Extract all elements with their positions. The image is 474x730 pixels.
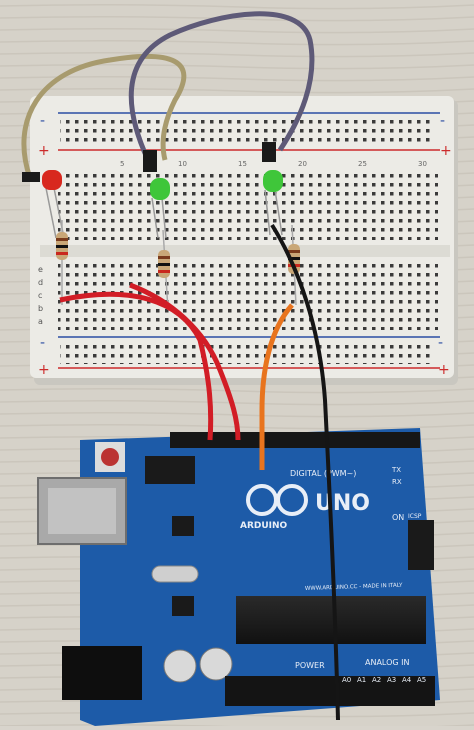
pin-a3: A3	[387, 676, 396, 684]
capacitor-2	[199, 647, 233, 681]
col-20: 20	[298, 160, 307, 168]
row-a: a	[38, 317, 43, 326]
row-e: e	[38, 265, 43, 274]
pin-a5: A5	[417, 676, 426, 684]
rail-plus-bottom-right: +	[438, 362, 450, 378]
atmega-chip	[236, 596, 426, 644]
tx-label: TX	[391, 466, 401, 474]
col-25: 25	[358, 160, 367, 168]
capacitor-1	[163, 649, 197, 683]
red-led	[22, 170, 65, 239]
arduino-uno-board: UNO ARDUINO DIGITAL (PWM~) TX RX ON ICSP…	[37, 428, 440, 726]
pin-a4: A4	[402, 676, 412, 684]
rail-plus-top-right: +	[440, 143, 452, 159]
logo-uno: UNO	[315, 491, 370, 516]
on-label: ON	[392, 513, 404, 522]
rail-minus-bottom-left: -	[40, 335, 45, 351]
rail-minus-top-left: -	[40, 113, 45, 129]
analog-pin-labels: A0 A1 A2 A3 A4 A5	[342, 676, 426, 684]
breadboard: - + - + 5 10 15 20 25 30 a b c d e - +	[30, 96, 458, 385]
resistor-1	[56, 220, 68, 305]
rail-minus-top-right: -	[440, 113, 445, 129]
power-label: POWER	[295, 661, 325, 670]
orange-wire	[259, 303, 294, 470]
rail-plus-bottom-left: +	[38, 362, 50, 378]
rail-plus-top-left: +	[38, 143, 50, 159]
logo-arduino: ARDUINO	[240, 521, 288, 531]
col-5: 5	[120, 160, 124, 168]
black-wire	[270, 223, 340, 721]
pin-a2: A2	[372, 676, 381, 684]
green-led-2	[262, 142, 283, 236]
row-c: c	[38, 291, 42, 300]
crystal	[151, 565, 199, 583]
row-letters: a b c d e	[38, 265, 43, 326]
col-30: 30	[418, 160, 427, 168]
pin-a1: A1	[357, 676, 366, 684]
khaki-wire	[21, 53, 187, 179]
pin-a0: A0	[342, 676, 351, 684]
red-wire-1	[59, 291, 214, 441]
green-led-1	[143, 150, 170, 239]
purple-wire-left	[128, 11, 315, 162]
digital-label: DIGITAL (PWM~)	[290, 469, 356, 478]
power-jack	[62, 646, 142, 700]
rail-minus-bottom-right: -	[438, 335, 443, 351]
resistor-2	[158, 229, 170, 311]
url-label: WWW.ARDUINO.CC - MADE IN ITALY	[305, 583, 403, 592]
col-10: 10	[178, 160, 187, 168]
row-b: b	[38, 304, 43, 313]
arduino-logo: UNO ARDUINO	[240, 484, 370, 531]
analog-label: ANALOG IN	[365, 658, 410, 667]
rx-label: RX	[392, 478, 402, 486]
column-numbers: 5 10 15 20 25 30	[120, 160, 427, 168]
col-15: 15	[238, 160, 247, 168]
red-wire-2	[129, 282, 241, 441]
row-d: d	[38, 278, 43, 287]
icsp-label: ICSP	[408, 513, 422, 520]
